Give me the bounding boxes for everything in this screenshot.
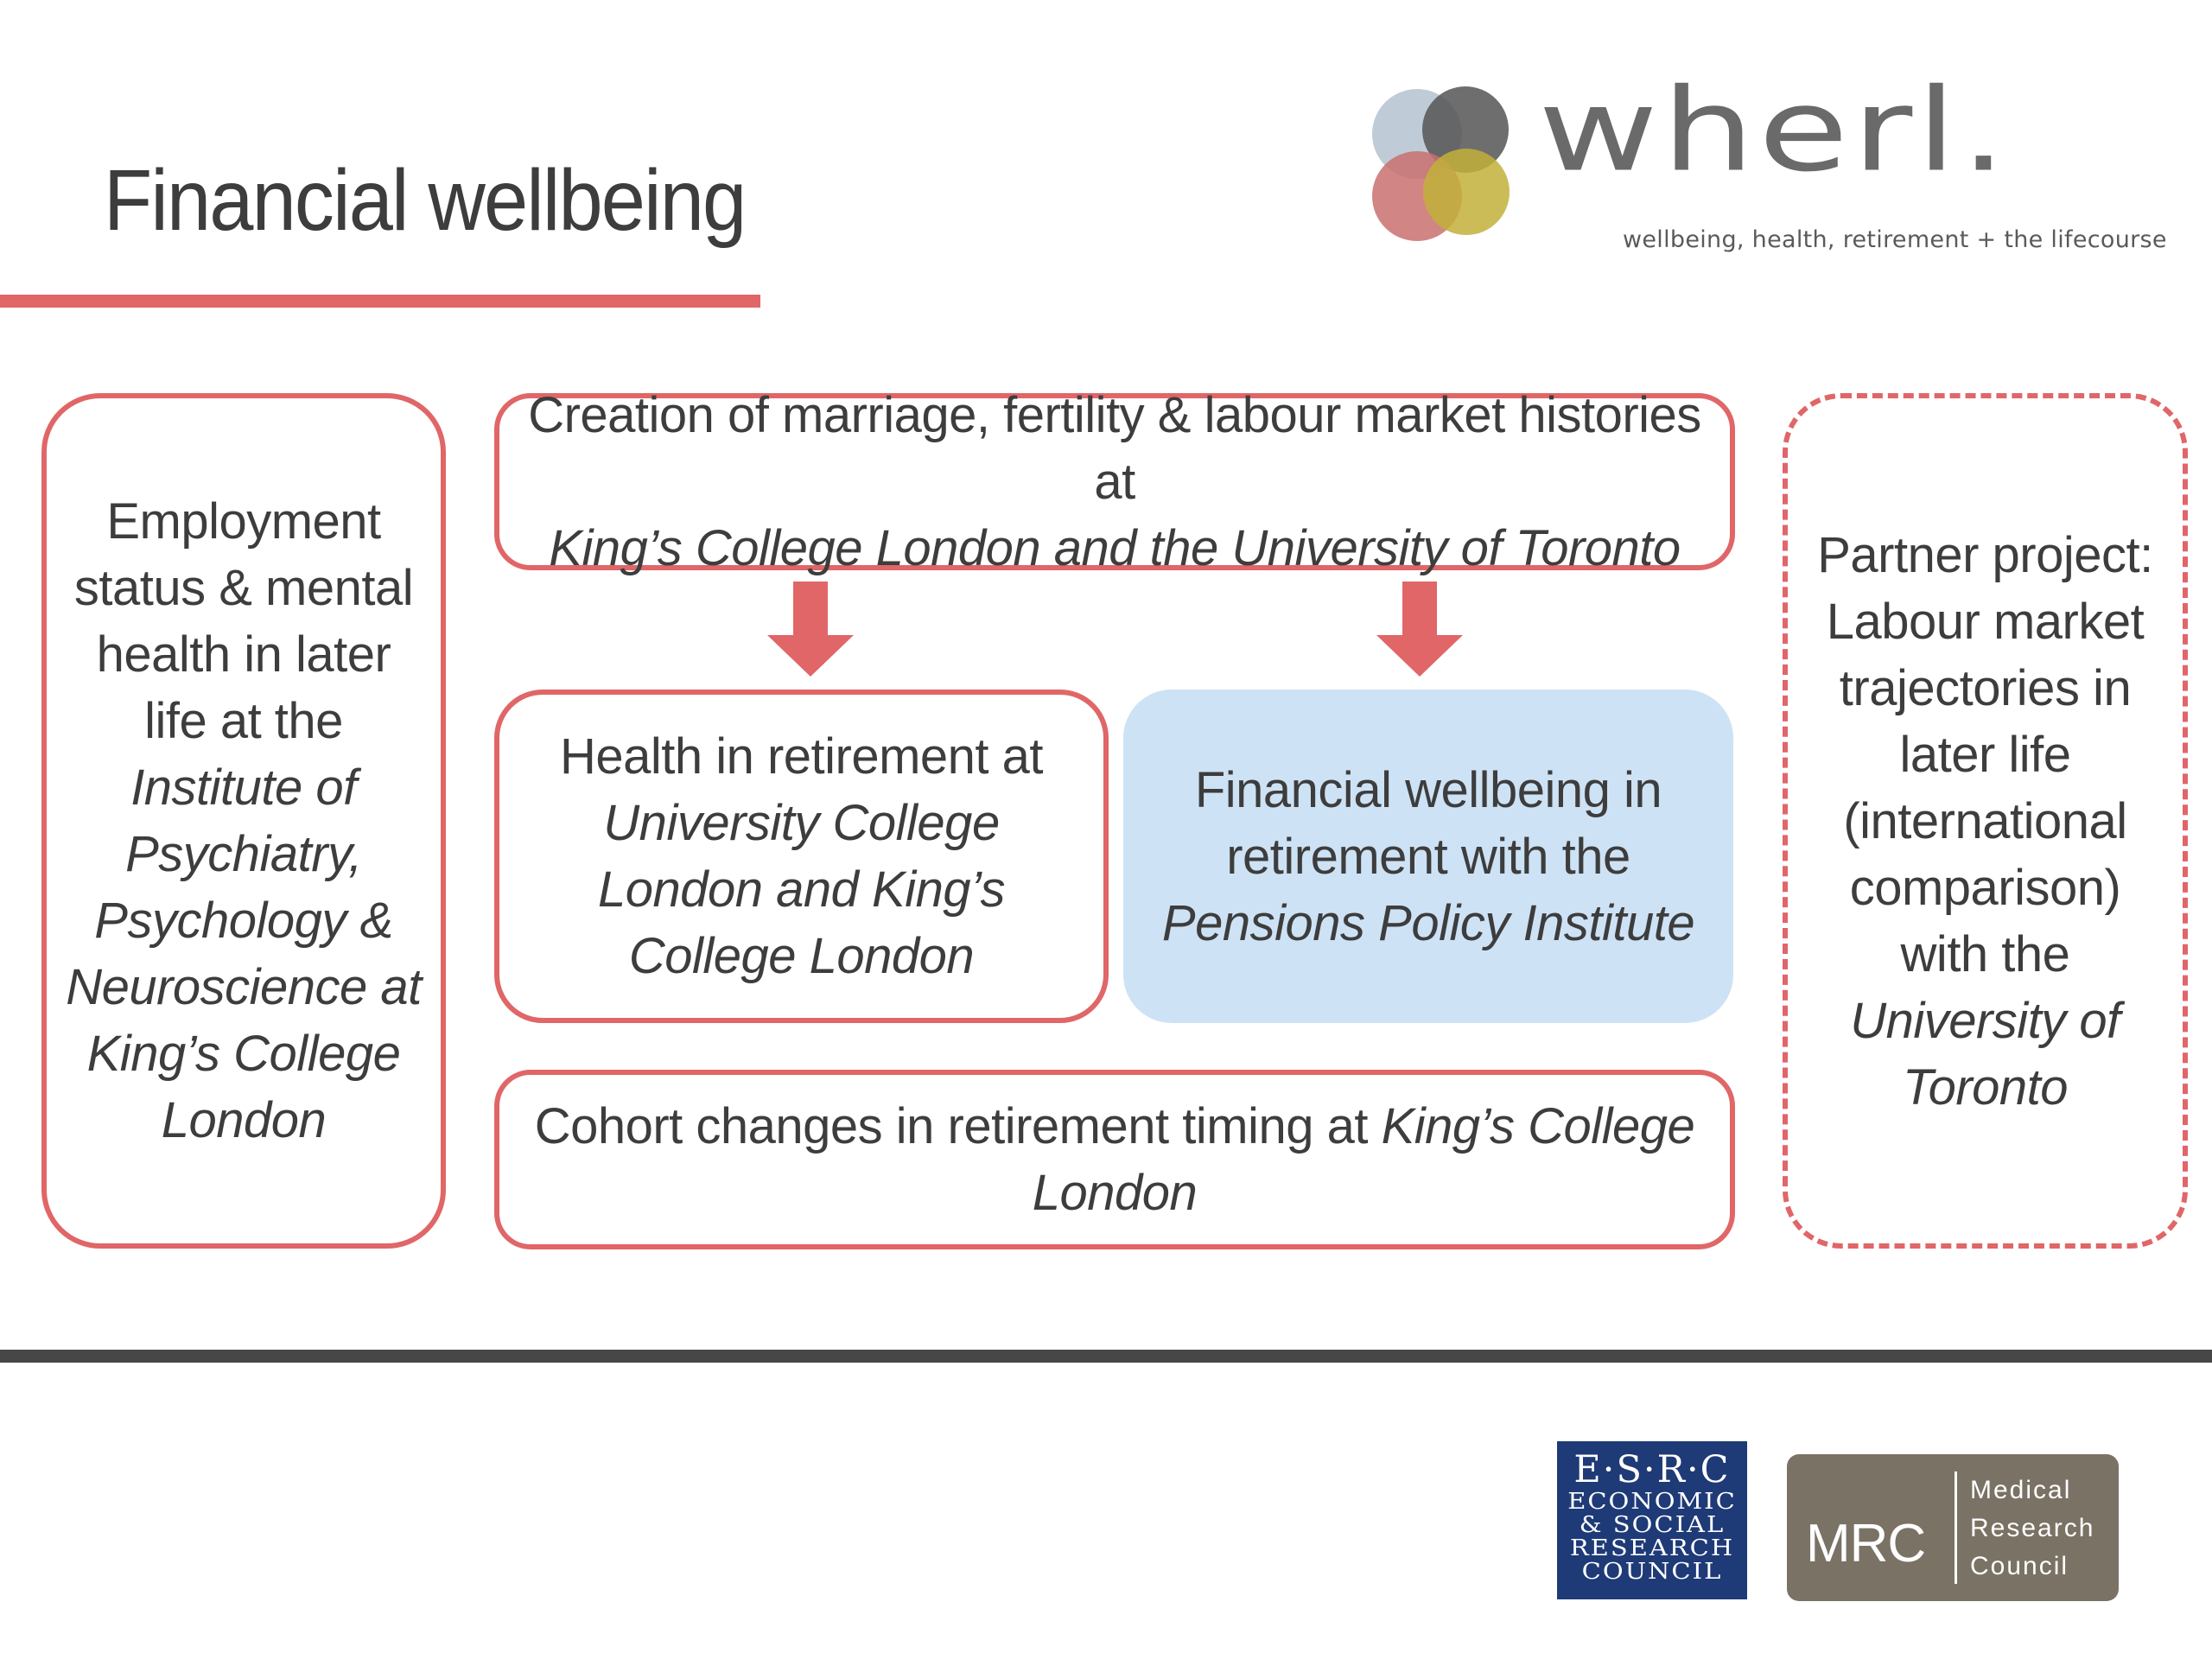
esrc-logo: E·S·R·C ECONOMIC & SOCIAL RESEARCH COUNC… [1557,1441,1747,1599]
box-institution: King’s College London and the University… [549,520,1681,576]
mrc-line: Research [1970,1514,2095,1542]
footer-divider [0,1350,2212,1363]
box-text: Cohort changes in retirement timing at [534,1098,1369,1154]
mrc-line: Council [1970,1552,2069,1580]
esrc-line: ECONOMIC [1567,1487,1737,1515]
box-text: Financial wellbeing in retirement with t… [1194,761,1662,885]
mrc-name: Medical Research Council [1970,1471,2094,1586]
box-text: Creation of marriage, fertility & labour… [528,387,1701,510]
box-institution: University of Toronto [1850,992,2120,1116]
box-institution: King’s College London [1032,1098,1695,1221]
esrc-line: COUNCIL [1581,1557,1723,1585]
financial-wellbeing-box: Financial wellbeing in retirement with t… [1123,690,1733,1023]
box-text: Health in retirement at [559,728,1044,785]
wherl-logo [1365,82,2195,264]
arrow-down-icon [767,582,854,677]
mrc-logo: MRC Medical Research Council [1787,1454,2119,1601]
wherl-circles-icon [1372,86,1510,241]
esrc-line: RESEARCH [1569,1534,1735,1561]
box-text: Employment status & mental health in lat… [73,493,414,749]
partner-project-box: Partner project: Labour market trajector… [1783,393,2188,1249]
esrc-line: & SOCIAL [1579,1510,1726,1538]
arrow-down-icon [1376,582,1463,677]
box-institution: University College London and King’s Col… [598,795,1005,984]
mrc-divider [1955,1471,1957,1584]
cohort-changes-box: Cohort changes in retirement timing at K… [494,1070,1735,1249]
mrc-abbr: MRC [1806,1514,1926,1573]
title-underline [0,295,760,308]
wherl-wordmark: wherl. [1538,64,2011,198]
health-retirement-box: Health in retirement at University Colle… [494,690,1109,1023]
box-text: Partner project: Labour market trajector… [1817,526,2153,982]
mrc-line: Medical [1970,1476,2072,1504]
box-institution: Institute of Psychiatry, Psychology & Ne… [66,760,422,1148]
employment-mental-health-box: Employment status & mental health in lat… [41,393,446,1249]
esrc-abbr: E·S·R·C [1573,1448,1731,1491]
wherl-tagline: wellbeing, health, retirement + the life… [1623,226,2167,253]
slide-title: Financial wellbeing [104,152,747,249]
histories-box: Creation of marriage, fertility & labour… [494,387,1735,576]
box-institution: Pensions Policy Institute [1161,894,1695,951]
